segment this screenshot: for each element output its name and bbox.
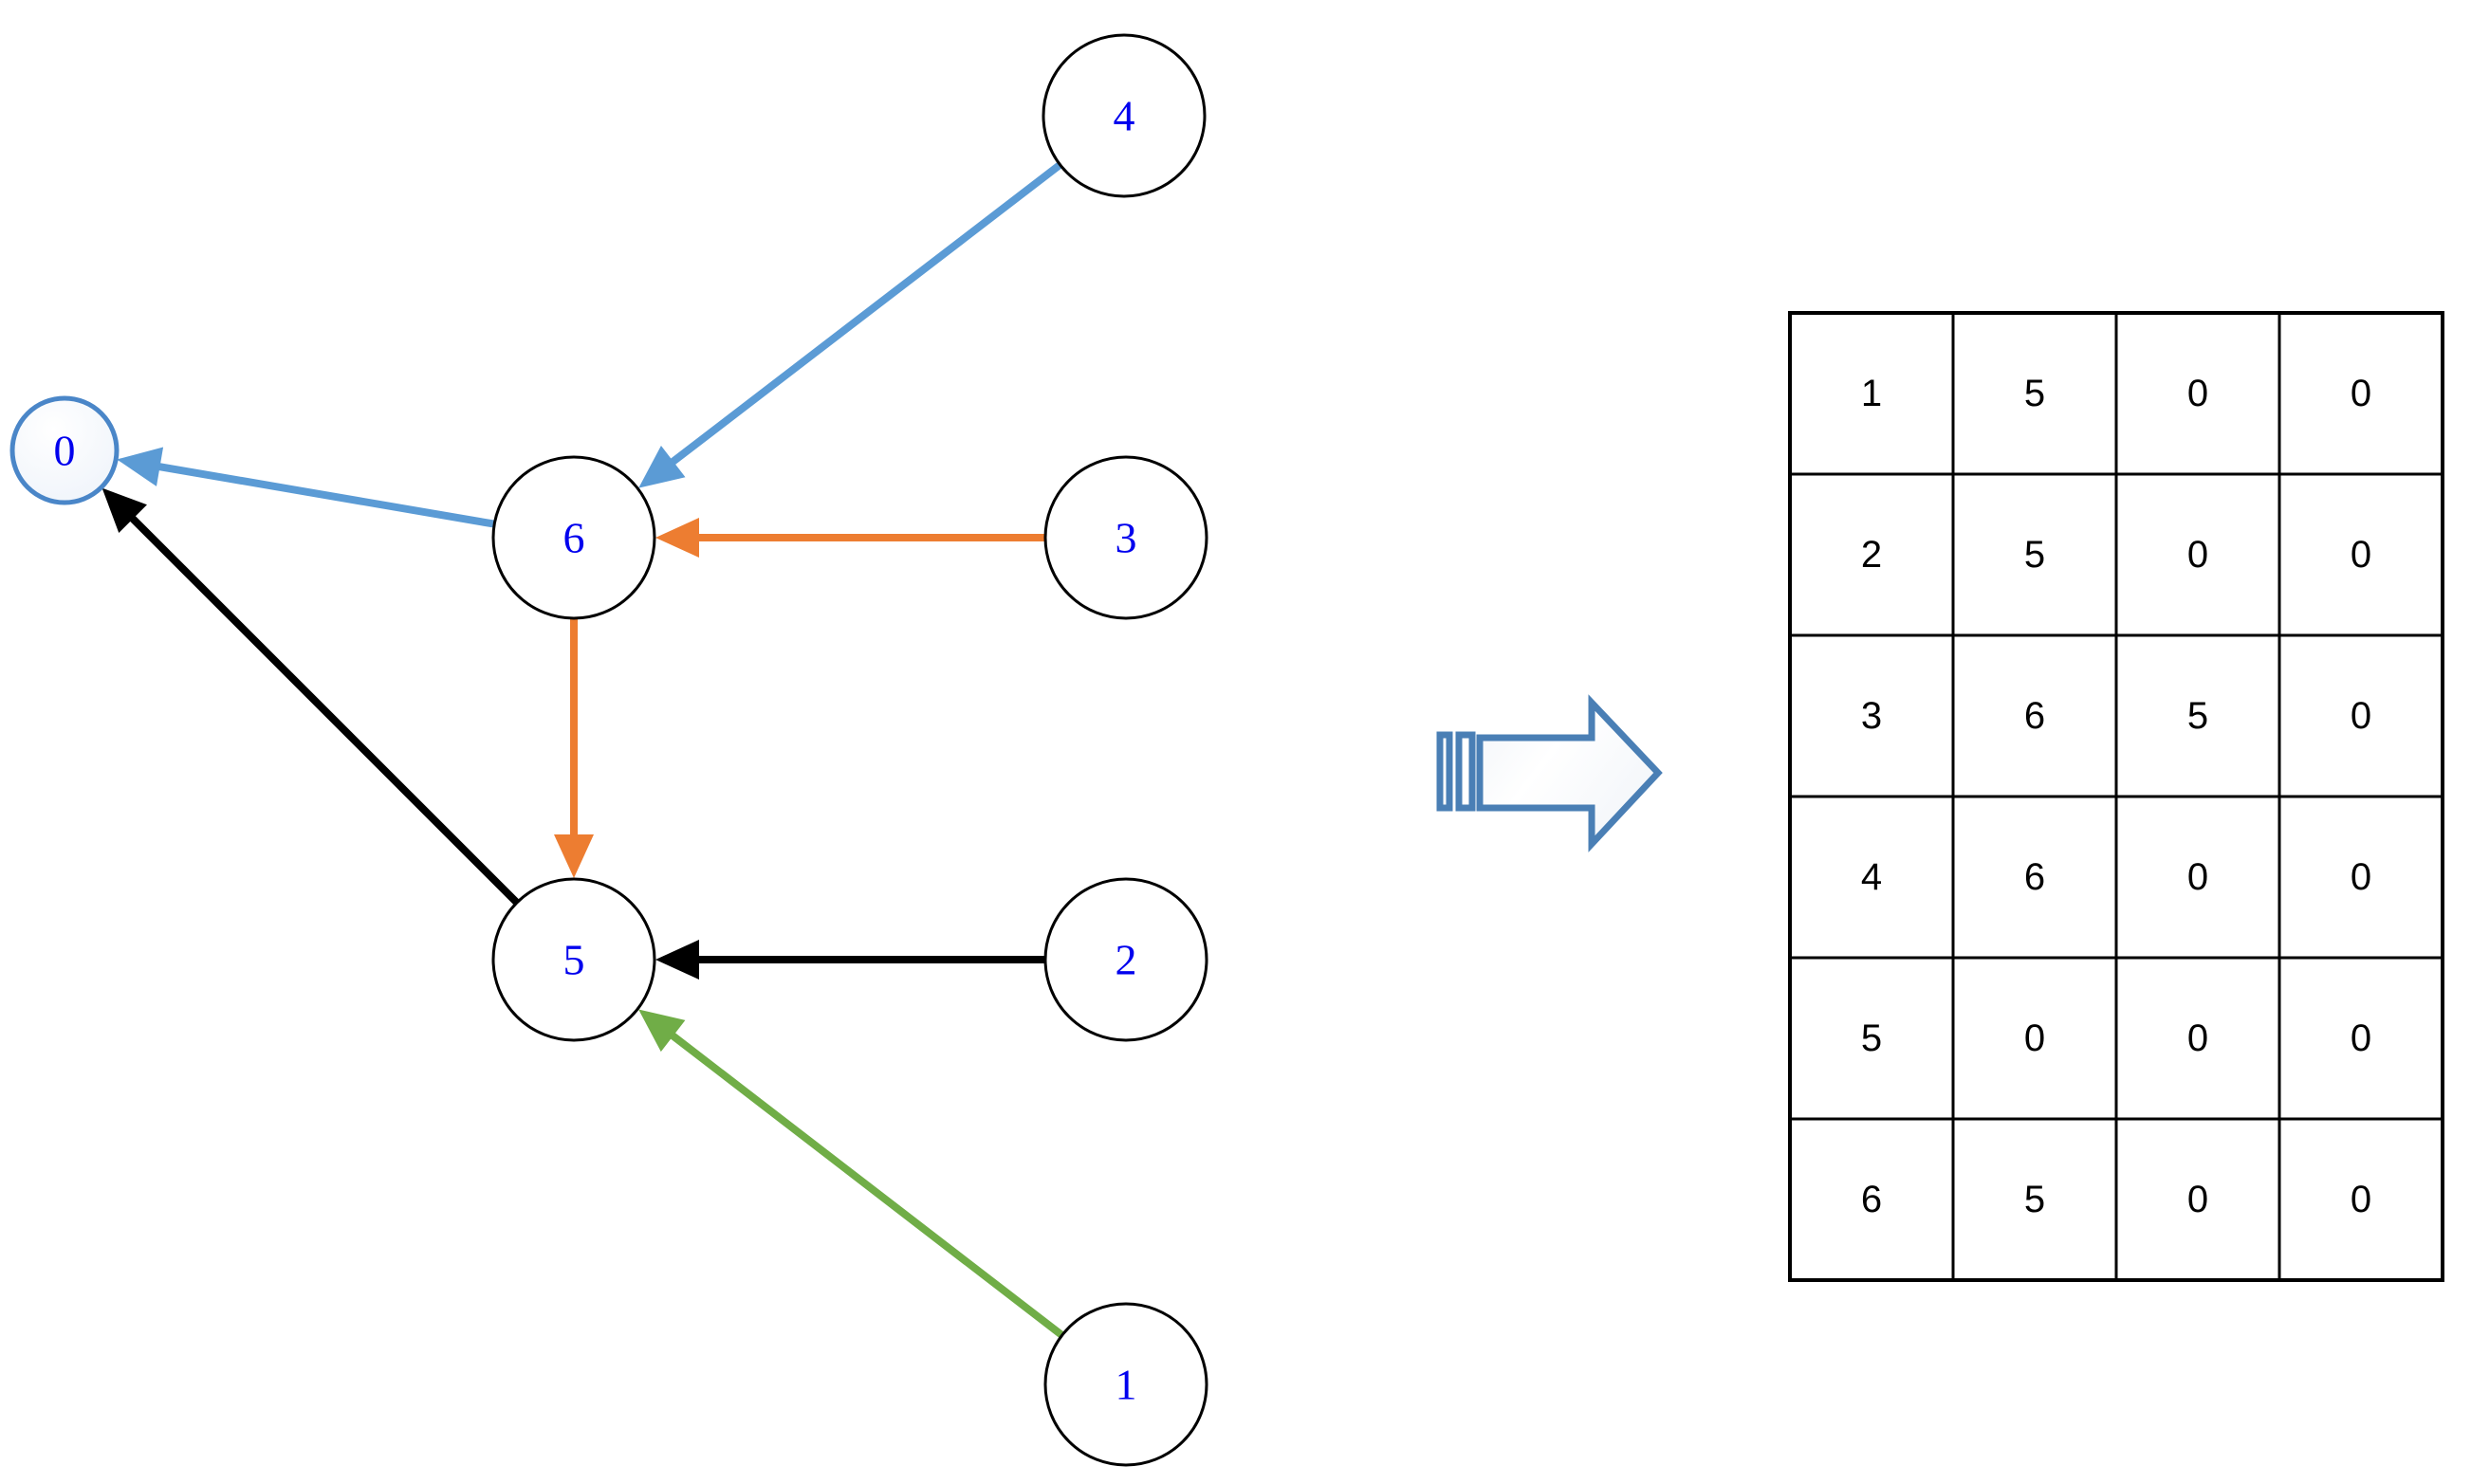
edge-6-0 xyxy=(117,447,494,528)
edge-6-5-arrowhead xyxy=(554,834,594,878)
table-cell-text-2-1: 6 xyxy=(2024,695,2045,737)
table-cell-5-0[interactable] xyxy=(1788,1117,1955,1282)
table-row: 4 6 0 0 xyxy=(1788,795,2444,960)
node-circle-6[interactable] xyxy=(491,455,656,620)
table-cell-3-0[interactable] xyxy=(1788,795,1955,960)
edge-5-0-line xyxy=(127,513,520,906)
graph-node-6[interactable]: 6 xyxy=(491,455,656,620)
table-cell-text-5-0: 6 xyxy=(1861,1179,1882,1220)
table-cell-text-3-3: 0 xyxy=(2351,856,2371,898)
table-cell-text-4-1: 0 xyxy=(2024,1017,2045,1059)
edge-2-5-arrowhead xyxy=(655,940,699,980)
table-cell-4-3[interactable] xyxy=(2277,956,2444,1121)
table-cell-1-3[interactable] xyxy=(2277,472,2444,637)
table-cell-4-1[interactable] xyxy=(1951,956,2118,1121)
table-outer-border xyxy=(1788,311,2444,1282)
node-circle-5[interactable] xyxy=(491,877,656,1042)
table-cell-3-3[interactable] xyxy=(2277,795,2444,960)
table-cell-text-0-3: 0 xyxy=(2351,373,2371,414)
table-cell-text-0-1: 5 xyxy=(2024,373,2045,414)
table-cell-text-4-0: 5 xyxy=(1861,1017,1882,1059)
edge-1-5-line xyxy=(667,1030,1064,1338)
edges-group xyxy=(101,162,1064,1338)
table-row: 2 5 0 0 xyxy=(1788,472,2444,637)
table-row: 3 6 5 0 xyxy=(1788,633,2444,798)
edge-6-0-line xyxy=(155,462,494,528)
graph-node-5[interactable]: 5 xyxy=(491,877,656,1042)
node-circle-2[interactable] xyxy=(1043,877,1208,1042)
edge-4-6-arrowhead xyxy=(638,445,686,488)
graph-node-3[interactable]: 3 xyxy=(1043,455,1208,620)
motion-line-1 xyxy=(1436,731,1453,812)
table-cell-0-0[interactable] xyxy=(1788,311,1955,476)
edge-4-6 xyxy=(638,162,1062,488)
table-row: 6 5 0 0 xyxy=(1788,1117,2444,1282)
edge-6-5 xyxy=(554,619,594,878)
table-cell-5-3[interactable] xyxy=(2277,1117,2444,1282)
table-cell-4-0[interactable] xyxy=(1788,956,1955,1121)
table-cell-text-0-0: 1 xyxy=(1861,373,1882,414)
edge-5-0-arrowhead xyxy=(101,487,147,533)
table-cell-text-2-2: 5 xyxy=(2187,695,2208,737)
table-cell-5-2[interactable] xyxy=(2114,1117,2281,1282)
edge-1-5 xyxy=(638,1009,1064,1338)
table-cell-text-3-1: 6 xyxy=(2024,856,2045,898)
table-cell-text-4-3: 0 xyxy=(2351,1017,2371,1059)
transform-arrow-shape xyxy=(1436,694,1663,852)
table-cell-text-2-3: 0 xyxy=(2351,695,2371,737)
node-label-6: 6 xyxy=(563,514,585,562)
table-cell-text-2-0: 3 xyxy=(1861,695,1882,737)
table-cell-text-0-2: 0 xyxy=(2187,373,2208,414)
table-cell-2-0[interactable] xyxy=(1788,633,1955,798)
block-arrow-body xyxy=(1476,694,1663,852)
table-cell-text-3-2: 0 xyxy=(2187,856,2208,898)
table-cell-3-1[interactable] xyxy=(1951,795,2118,960)
graph-node-2[interactable]: 2 xyxy=(1043,877,1208,1042)
table-cell-text-1-0: 2 xyxy=(1861,534,1882,576)
node-circle-1[interactable] xyxy=(1043,1302,1208,1467)
table-cell-text-1-2: 0 xyxy=(2187,534,2208,576)
table-cell-text-3-0: 4 xyxy=(1861,856,1882,898)
table-cell-text-5-3: 0 xyxy=(2351,1179,2371,1220)
edge-3-6 xyxy=(655,518,1044,558)
edge-1-5-arrowhead xyxy=(638,1009,686,1053)
table-cell-1-2[interactable] xyxy=(2114,472,2281,637)
motion-line-2 xyxy=(1455,731,1476,812)
node-circle-0[interactable] xyxy=(9,395,120,505)
table-cell-text-5-2: 0 xyxy=(2187,1179,2208,1220)
node-label-0: 0 xyxy=(54,427,76,475)
table-cell-3-2[interactable] xyxy=(2114,795,2281,960)
edge-2-5 xyxy=(655,940,1044,980)
edge-4-6-line xyxy=(668,162,1062,467)
table-cell-text-1-1: 5 xyxy=(2024,534,2045,576)
edge-5-0 xyxy=(101,487,520,906)
node-label-3: 3 xyxy=(1116,514,1137,562)
table-cell-text-4-2: 0 xyxy=(2187,1017,2208,1059)
node-label-4: 4 xyxy=(1114,92,1135,140)
graph-node-1[interactable]: 1 xyxy=(1043,1302,1208,1467)
node-label-1: 1 xyxy=(1116,1361,1137,1409)
edge-3-6-arrowhead xyxy=(655,518,699,558)
node-label-2: 2 xyxy=(1116,936,1137,984)
edge-6-0-arrowhead xyxy=(117,447,164,486)
table-cell-text-1-3: 0 xyxy=(2351,534,2371,576)
node-circle-4[interactable] xyxy=(1042,33,1207,198)
graph-node-4[interactable]: 4 xyxy=(1042,33,1207,198)
table-row: 5 0 0 0 xyxy=(1788,956,2444,1121)
node-label-5: 5 xyxy=(563,936,585,984)
nodes-group: 0 6 5 4 3 2 1 xyxy=(9,33,1208,1467)
table-cell-text-5-1: 5 xyxy=(2024,1179,2045,1220)
graph-node-0[interactable]: 0 xyxy=(9,395,120,505)
node-circle-3[interactable] xyxy=(1043,455,1208,620)
table-cell-2-2[interactable] xyxy=(2114,633,2281,798)
